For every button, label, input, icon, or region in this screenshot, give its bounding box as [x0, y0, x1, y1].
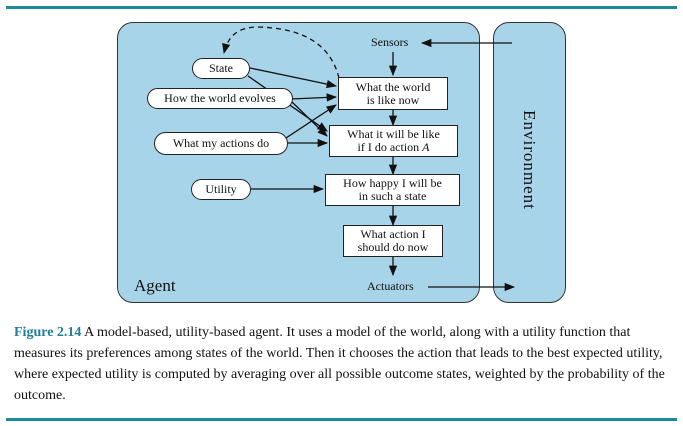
figure-label: Figure 2.14: [14, 325, 82, 340]
decision-box: What action I should do now: [343, 225, 443, 257]
world-evolves-oval: How the world evolves: [147, 88, 293, 109]
sensors-label: Sensors: [371, 35, 409, 49]
action-outcome-line2: if I do action A: [358, 141, 430, 154]
evolves-to-outcome-arrow: [290, 100, 328, 137]
world-now-line2: is like now: [366, 92, 420, 107]
happiness-line2: in such a state: [358, 189, 427, 203]
decision-line2: should do now: [357, 240, 429, 254]
decision-line1: What action I: [360, 227, 426, 241]
environment-panel: [493, 22, 566, 303]
world-now-line1: What the world: [355, 79, 431, 94]
action-outcome-line1: What it will be like: [347, 127, 440, 141]
state-to-world-arrow: [249, 67, 338, 89]
agent-label: Agent: [134, 276, 176, 295]
action-outcome-line2-text: if I do action: [357, 140, 423, 154]
state-oval: State: [192, 58, 250, 79]
actions-to-world-arrow: [285, 104, 337, 139]
evolves-to-world-arrow: [290, 93, 338, 102]
happiness-line1: How happy I will be: [343, 176, 442, 190]
happiness-box: How happy I will be in such a state: [325, 174, 460, 206]
actions-do-oval: What my actions do: [154, 132, 288, 155]
top-rule: [6, 6, 677, 9]
world-now-box: What the world is like now: [338, 77, 448, 110]
bottom-rule: [6, 418, 677, 421]
utility-oval: Utility: [191, 179, 251, 200]
action-outcome-box: What it will be like if I do action A: [329, 125, 458, 157]
caption-text: A model-based, utility-based agent. It u…: [14, 325, 665, 403]
actuators-label: Actuators: [367, 279, 414, 293]
figure-caption: Figure 2.14 A model-based, utility-based…: [14, 322, 670, 406]
action-variable: A: [422, 140, 430, 154]
